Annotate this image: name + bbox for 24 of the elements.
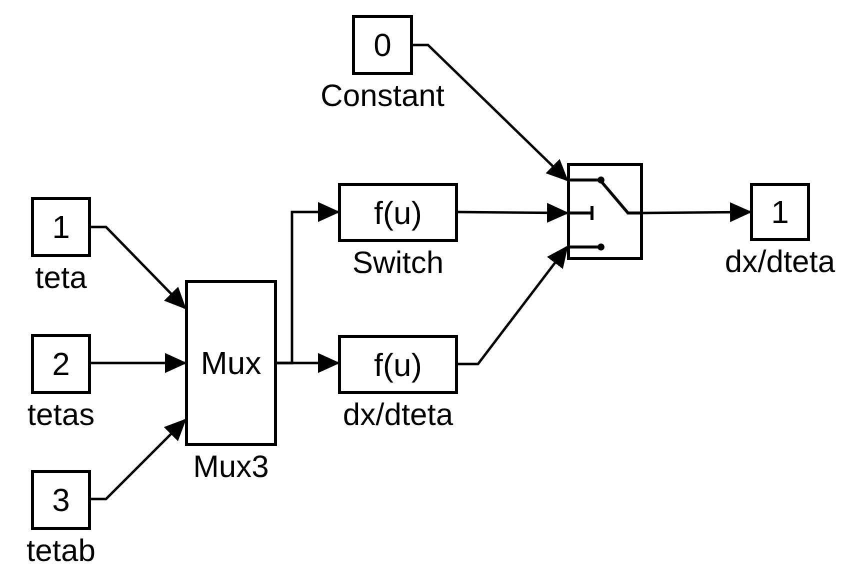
block-text: 1 <box>52 211 70 243</box>
block-text: 2 <box>52 348 70 380</box>
signal-arrow <box>277 353 340 373</box>
block-text: 3 <box>52 484 70 516</box>
block-text: 1 <box>771 196 789 228</box>
block-label: dx/dteta <box>724 246 836 277</box>
block-text: 0 <box>374 29 392 61</box>
signal-arrow <box>413 44 568 182</box>
block-label: teta <box>35 262 87 293</box>
block-text: f(u) <box>374 196 422 228</box>
signal-arrow <box>91 226 186 310</box>
signal-arrow <box>91 353 187 373</box>
signal-arrow <box>91 418 186 500</box>
block-text: f(u) <box>374 348 422 380</box>
block-label: tetab <box>26 535 96 566</box>
block-label: Switch <box>352 247 444 278</box>
block-label: Constant <box>320 80 445 111</box>
block-label: tetas <box>27 399 95 430</box>
block-label: dx/dteta <box>342 399 454 430</box>
signal-arrow <box>458 245 568 366</box>
block-text: Mux <box>200 347 262 379</box>
block-label: Mux3 <box>193 451 269 482</box>
signal-arrow <box>642 202 752 222</box>
signal-arrow <box>458 202 569 223</box>
